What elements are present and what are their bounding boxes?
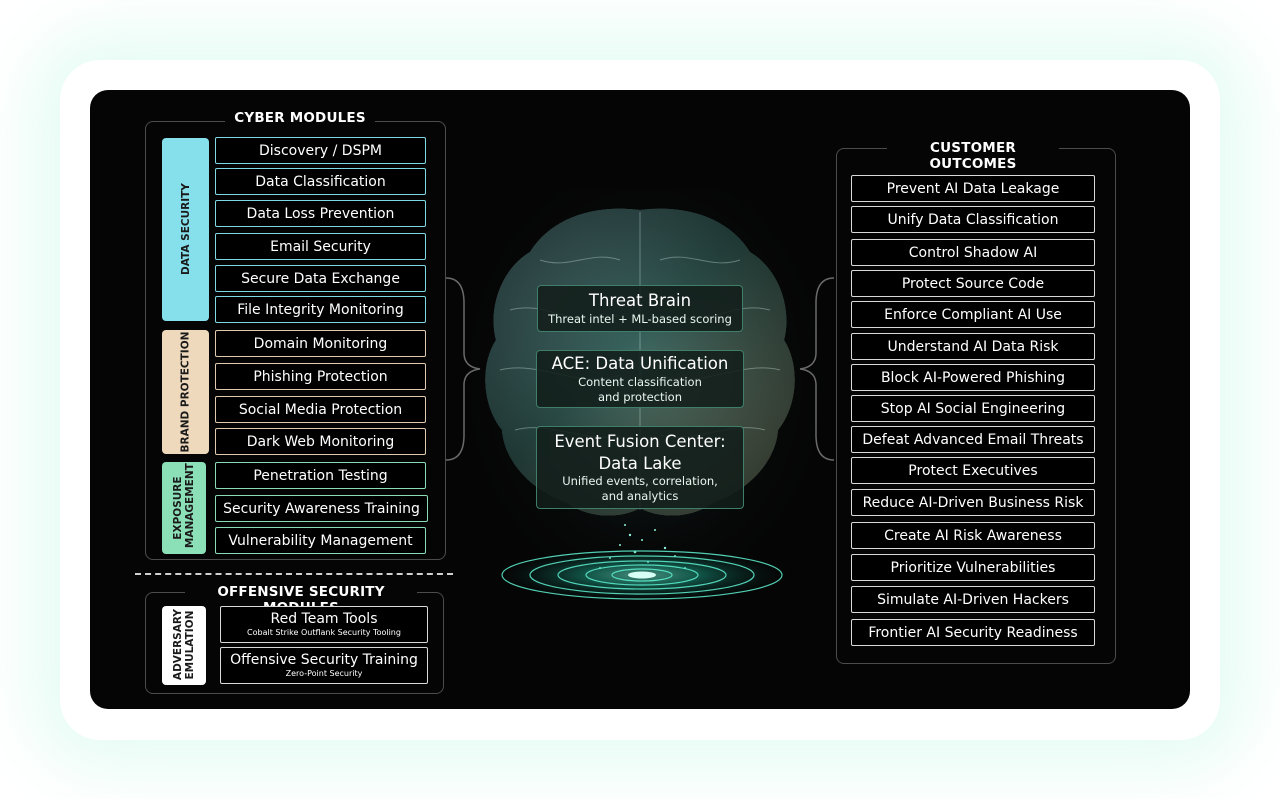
- module-domain-monitoring[interactable]: Domain Monitoring: [215, 330, 426, 357]
- outcome-item[interactable]: Protect Executives: [851, 457, 1095, 484]
- module-data-loss-prevention[interactable]: Data Loss Prevention: [215, 200, 426, 227]
- diagram-panel: CYBER MODULES DATA SECURITY BRAND PROTEC…: [90, 90, 1190, 709]
- outcome-item[interactable]: Block AI-Powered Phishing: [851, 364, 1095, 391]
- outcome-item[interactable]: Create AI Risk Awareness: [851, 522, 1095, 549]
- threat-brain-box[interactable]: Threat Brain Threat intel + ML-based sco…: [537, 285, 743, 332]
- outcome-item[interactable]: Defeat Advanced Email Threats: [851, 426, 1095, 453]
- module-security-awareness-training[interactable]: Security Awareness Training: [215, 495, 428, 522]
- category-adversary-emulation: ADVERSARY EMULATION: [162, 606, 206, 685]
- module-email-security[interactable]: Email Security: [215, 233, 426, 260]
- outcome-item[interactable]: Protect Source Code: [851, 270, 1095, 297]
- customer-outcomes-title: CUSTOMER OUTCOMES: [887, 140, 1059, 172]
- module-red-team-tools[interactable]: Red Team Tools Cobalt Strike Outflank Se…: [220, 606, 428, 643]
- module-penetration-testing[interactable]: Penetration Testing: [215, 462, 426, 489]
- outcome-item[interactable]: Simulate AI-Driven Hackers: [851, 586, 1095, 613]
- category-brand-protection: BRAND PROTECTION: [162, 330, 209, 454]
- outcome-item[interactable]: Prevent AI Data Leakage: [851, 175, 1095, 202]
- outcome-item[interactable]: Frontier AI Security Readiness: [851, 619, 1095, 646]
- module-offensive-security-training[interactable]: Offensive Security Training Zero-Point S…: [220, 647, 428, 684]
- module-secure-data-exchange[interactable]: Secure Data Exchange: [215, 265, 426, 292]
- category-data-security: DATA SECURITY: [162, 138, 209, 321]
- outcome-item[interactable]: Prioritize Vulnerabilities: [851, 554, 1095, 581]
- outcome-item[interactable]: Reduce AI-Driven Business Risk: [851, 489, 1095, 516]
- ace-data-unification-box[interactable]: ACE: Data Unification Content classifica…: [536, 350, 744, 408]
- module-phishing-protection[interactable]: Phishing Protection: [215, 363, 426, 390]
- event-fusion-center-box[interactable]: Event Fusion Center: Data Lake Unified e…: [536, 426, 744, 509]
- module-vulnerability-management[interactable]: Vulnerability Management: [215, 527, 426, 554]
- module-file-integrity-monitoring[interactable]: File Integrity Monitoring: [215, 296, 426, 323]
- outcome-item[interactable]: Control Shadow AI: [851, 239, 1095, 266]
- module-dark-web-monitoring[interactable]: Dark Web Monitoring: [215, 428, 426, 455]
- right-brace: [799, 277, 835, 461]
- module-discovery-dspm[interactable]: Discovery / DSPM: [215, 137, 426, 164]
- outcome-item[interactable]: Understand AI Data Risk: [851, 333, 1095, 360]
- outcome-item[interactable]: Enforce Compliant AI Use: [851, 301, 1095, 328]
- cyber-modules-title: CYBER MODULES: [225, 110, 375, 126]
- outcome-item[interactable]: Stop AI Social Engineering: [851, 395, 1095, 422]
- module-data-classification[interactable]: Data Classification: [215, 168, 426, 195]
- left-brace: [445, 277, 481, 461]
- outcome-item[interactable]: Unify Data Classification: [851, 206, 1095, 233]
- module-social-media-protection[interactable]: Social Media Protection: [215, 396, 426, 423]
- category-exposure-management: EXPOSURE MANAGEMENT: [162, 462, 206, 554]
- section-divider: [135, 573, 453, 575]
